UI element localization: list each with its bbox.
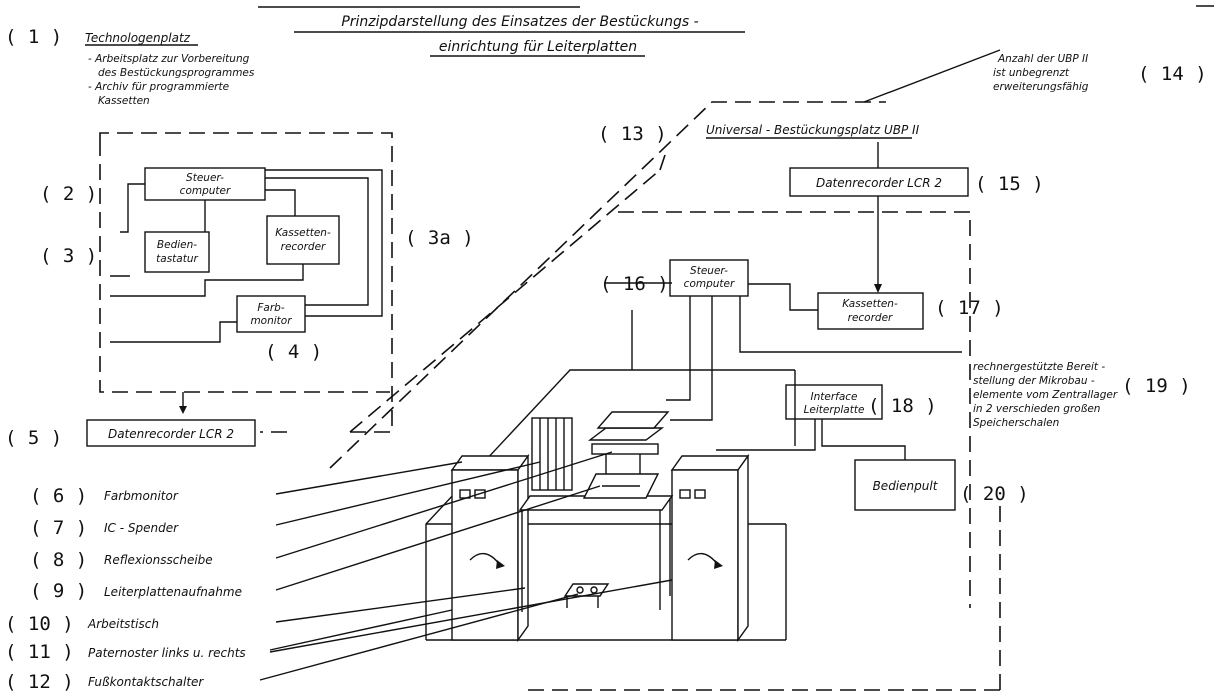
steuercomputer-right-box (669, 259, 749, 297)
tech-place-desc-1: - Arbeitsplatz zur Vorbereitung (88, 53, 250, 65)
paternoster-left-side (517, 453, 529, 643)
paternoster-right-top (670, 455, 750, 471)
marker-13: ( 13 ) (598, 123, 667, 145)
technologenplatz: ( 1 ) Technologenplatz - Arbeitsplatz zu… (5, 26, 474, 449)
marker-20: ( 20 ) (960, 483, 1029, 505)
datenrecorder-right-label: Datenrecorder LCR 2 (816, 176, 942, 190)
marker-11: ( 11 ) (5, 641, 74, 663)
legend-fusskontaktschalter: Fußkontaktschalter (88, 675, 204, 689)
marker-17: ( 17 ) (935, 297, 1004, 319)
legend: ( 6 ) Farbmonitor ( 7 ) IC - Spender ( 8… (5, 451, 673, 693)
steuercomputer-left-label-2: computer (180, 185, 231, 197)
marker-10: ( 10 ) (5, 613, 74, 635)
marker-6: ( 6 ) (30, 485, 87, 507)
marker-5: ( 5 ) (5, 427, 62, 449)
marker-2: ( 2 ) (40, 183, 97, 205)
provision-note-2: stellung der Mikrobau - (973, 375, 1095, 387)
legend-arbeitstisch: Arbeitstisch (87, 617, 159, 631)
bedientastatur-label-1: Bedien- (157, 239, 197, 251)
legend-paternoster: Paternoster links u. rechts (88, 646, 246, 660)
marker-19: ( 19 ) (1122, 375, 1191, 397)
farbmonitor-box-label-2: monitor (250, 315, 292, 327)
marker-12: ( 12 ) (5, 671, 74, 693)
marker-9: ( 9 ) (30, 580, 87, 602)
provision-note-1: rechnergestützte Bereit - (973, 361, 1105, 373)
provision-note-5: Speicherschalen (973, 417, 1059, 429)
paternoster-right-side (737, 453, 749, 643)
interface-box (785, 384, 883, 420)
steuercomputer-left-label-1: Steuer- (186, 172, 224, 184)
legend-leiterplattenaufnahme: Leiterplattenaufnahme (104, 585, 242, 599)
bedienpult-box (854, 459, 956, 511)
ic-spender (531, 417, 573, 491)
machine-illustration (425, 369, 796, 643)
marker-1: ( 1 ) (5, 26, 62, 48)
tech-place-heading: Technologenplatz (85, 31, 191, 45)
datenrecorder-right-box (789, 167, 969, 197)
marker-16: ( 16 ) (600, 273, 669, 295)
ubp-note-1: Anzahl der UBP II (997, 53, 1088, 65)
kassettenrecorder-right-label-1: Kassetten- (842, 298, 898, 310)
interface-label-1: Interface (810, 391, 857, 403)
marker-4: ( 4 ) (265, 341, 322, 363)
ubp-section: ( 13 ) Universal - Bestückungsplatz UBP … (329, 49, 1207, 691)
farbmonitor-box-label-1: Farb- (257, 302, 284, 314)
tech-place-desc-4: Kassetten (98, 95, 150, 107)
steuercomputer-right-label-2: computer (684, 278, 735, 290)
bedientastatur-box (144, 231, 210, 273)
title-line-1: Prinzipdarstellung des Einsatzes der Bes… (341, 14, 698, 30)
marker-18: ( 18 ) (868, 395, 937, 417)
kassettenrecorder-right-label-2: recorder (848, 312, 893, 324)
legend-farbmonitor: Farbmonitor (104, 489, 179, 503)
marker-3a: ( 3a ) (405, 227, 474, 249)
datenrecorder-left-box (86, 419, 256, 447)
tech-place-desc-2: des Bestückungsprogrammes (98, 67, 255, 79)
kassettenrecorder-left-box (266, 215, 340, 265)
ubp-note-3: erweiterungsfähig (993, 81, 1089, 93)
bedientastatur-label-2: tastatur (156, 253, 198, 265)
farbmonitor-box (236, 295, 306, 333)
provision-note-4: in 2 verschieden großen (973, 403, 1100, 415)
marker-14: ( 14 ) (1138, 63, 1207, 85)
steuercomputer-right-label-1: Steuer- (690, 265, 728, 277)
marker-3: ( 3 ) (40, 245, 97, 267)
kassettenrecorder-left-label-1: Kassetten- (275, 227, 331, 239)
reflexionsscheibe (587, 411, 670, 474)
interface-label-2: Leiterplatte (804, 404, 865, 416)
datenrecorder-left-label: Datenrecorder LCR 2 (108, 427, 234, 441)
diagram-title: Prinzipdarstellung des Einsatzes der Bes… (258, 5, 1214, 57)
provision-note-3: elemente vom Zentrallager (973, 389, 1118, 401)
marker-7: ( 7 ) (30, 517, 87, 539)
legend-ic-spender: IC - Spender (104, 521, 179, 535)
marker-8: ( 8 ) (30, 549, 87, 571)
ubp-note-2: ist unbegrenzt (993, 67, 1070, 79)
tech-place-desc-3: - Archiv für programmierte (88, 81, 229, 93)
kassettenrecorder-left-label-2: recorder (281, 241, 326, 253)
legend-reflexionsscheibe: Reflexionsscheibe (104, 553, 213, 567)
marker-15: ( 15 ) (975, 173, 1044, 195)
kassettenrecorder-right-box (817, 292, 924, 330)
title-line-2: einrichtung für Leiterplatten (439, 39, 637, 55)
bedienpult-label: Bedienpult (873, 479, 939, 493)
ubp-heading: Universal - Bestückungsplatz UBP II (706, 123, 920, 137)
